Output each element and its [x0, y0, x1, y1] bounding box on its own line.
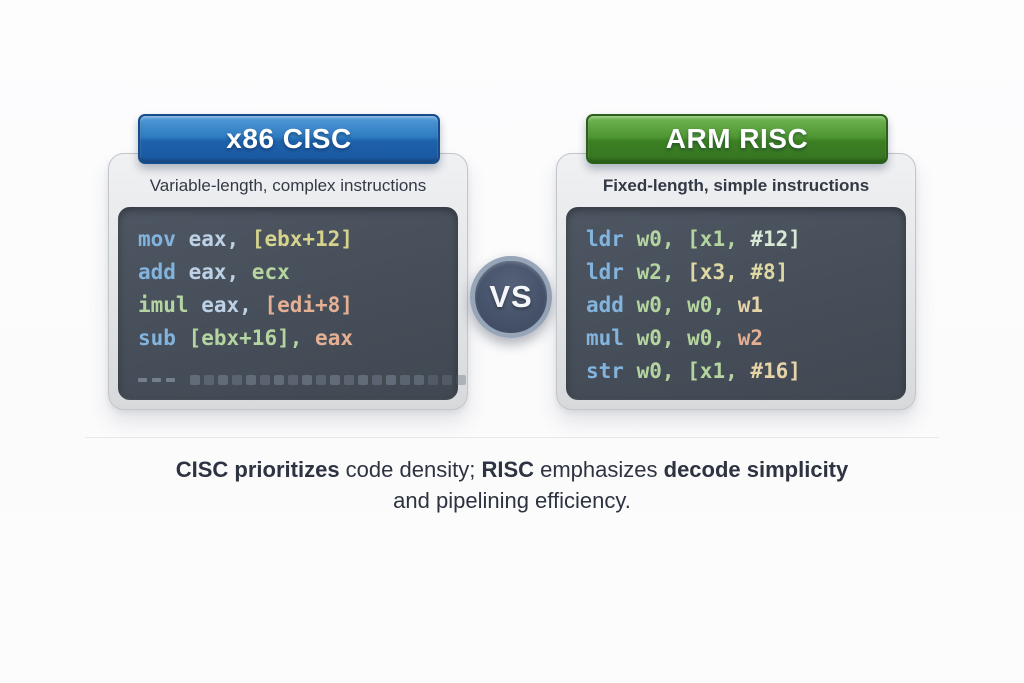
code-line: str w0, [x1, #16] — [586, 359, 801, 383]
vs-label: VS — [489, 279, 533, 314]
byte-dash — [138, 378, 147, 382]
code-line: add eax, ecx — [138, 260, 290, 284]
byte-square — [414, 375, 424, 385]
byte-dash — [152, 378, 161, 382]
byte-square — [344, 375, 354, 385]
byte-square — [232, 375, 242, 385]
byte-row — [138, 374, 470, 386]
byte-square — [204, 375, 214, 385]
code-line: add w0, w0, w1 — [586, 293, 764, 317]
arm-risc-card: ARM RISC Fixed-length, simple instructio… — [556, 114, 916, 410]
code-line: mov eax, [ebx+12] — [138, 227, 353, 251]
byte-square — [442, 375, 452, 385]
byte-square — [358, 375, 368, 385]
arm-risc-header-banner: ARM RISC — [586, 114, 888, 164]
vs-badge: VS — [470, 256, 552, 338]
byte-square — [260, 375, 270, 385]
byte-square — [218, 375, 228, 385]
x86-code-lines: mov eax, [ebx+12] add eax, ecx imul eax, [… — [138, 223, 458, 355]
arm-risc-title: ARM RISC — [665, 123, 809, 154]
byte-square — [386, 375, 396, 385]
byte-square — [246, 375, 256, 385]
x86-cisc-card: x86 CISC Variable-length, complex instru… — [108, 114, 468, 410]
byte-square — [372, 375, 382, 385]
byte-square — [316, 375, 326, 385]
arm-code-panel: ldr w0, [x1, #12] ldr w2, [x3, #8] add w0,… — [566, 207, 906, 400]
byte-square — [428, 375, 438, 385]
code-line: ldr w0, [x1, #12] — [586, 227, 801, 251]
x86-cisc-header-banner: x86 CISC — [138, 114, 440, 164]
arm-subtitle: Fixed-length, simple instructions — [602, 176, 870, 195]
code-line: imul eax, [edi+8] — [138, 293, 353, 317]
code-line: ldr w2, [x3, #8] — [586, 260, 789, 284]
caption-line-2: and pipelining efficiency. — [393, 488, 631, 513]
byte-square — [330, 375, 340, 385]
divider-line — [85, 437, 939, 438]
byte-dash — [166, 378, 175, 382]
x86-cisc-title: x86 CISC — [226, 123, 352, 154]
byte-square — [190, 375, 200, 385]
byte-square — [400, 375, 410, 385]
caption: CISC prioritizes code density; RISC emph… — [0, 454, 1024, 516]
x86-subtitle: Variable-length, complex instructions — [149, 176, 427, 195]
code-line: mul w0, w0, w2 — [586, 326, 764, 350]
byte-square — [302, 375, 312, 385]
byte-square — [288, 375, 298, 385]
x86-code-panel: mov eax, [ebx+12] add eax, ecx imul eax, [… — [118, 207, 466, 400]
code-line: sub [ebx+16], eax — [138, 326, 353, 350]
arm-code-lines: ldr w0, [x1, #12] ldr w2, [x3, #8] add w0,… — [586, 223, 906, 388]
byte-square — [456, 375, 466, 385]
caption-line-1: CISC prioritizes code density; RISC emph… — [175, 457, 849, 482]
byte-square — [274, 375, 284, 385]
